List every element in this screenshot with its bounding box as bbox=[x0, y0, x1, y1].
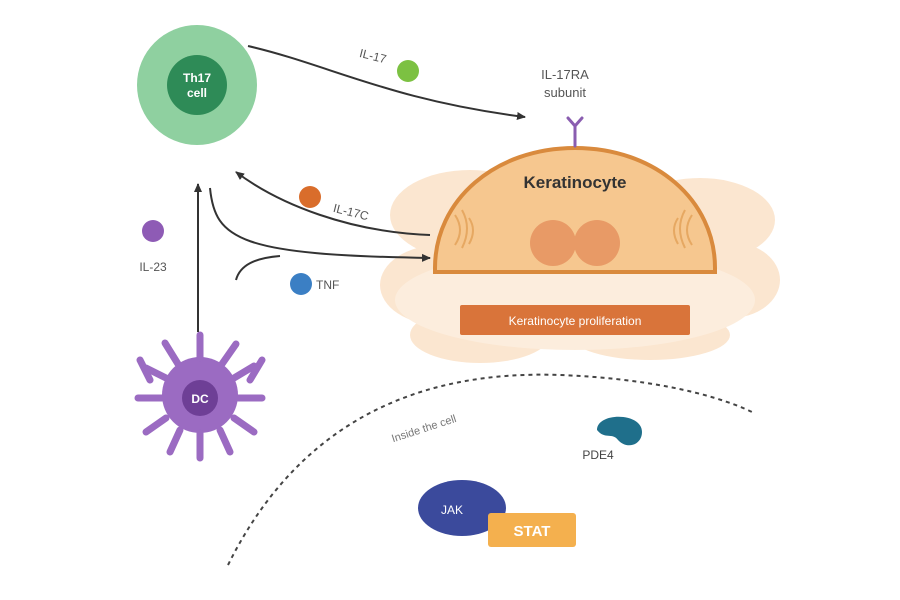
il17ra-label-line1: IL-17RA bbox=[541, 67, 589, 82]
arrow-keratinocyte-to-th17 bbox=[235, 171, 431, 236]
arrow-tnf-curve bbox=[235, 255, 281, 281]
proliferation-banner: Keratinocyte proliferation bbox=[460, 305, 690, 335]
dendritic-cell: DC bbox=[134, 331, 266, 462]
stat-label: STAT bbox=[514, 523, 551, 540]
pde4-enzyme bbox=[597, 416, 642, 446]
nucleus-right bbox=[574, 220, 620, 266]
arrow-th17-to-keratinocyte bbox=[209, 187, 431, 262]
il17ra-label-line2: subunit bbox=[544, 85, 586, 100]
il17-label: IL-17 bbox=[358, 46, 388, 66]
arrow-th17-to-receptor bbox=[247, 45, 526, 120]
cell-membrane bbox=[227, 373, 753, 566]
th17-label: Th17 bbox=[183, 71, 211, 85]
il17-cytokine: IL-17 bbox=[358, 46, 419, 82]
keratinocyte-label: Keratinocyte bbox=[524, 173, 627, 192]
pde4-label: PDE4 bbox=[582, 448, 614, 462]
il17ra-receptor-icon bbox=[566, 116, 584, 148]
th17-sublabel: cell bbox=[187, 86, 207, 100]
il23-label: IL-23 bbox=[139, 260, 167, 274]
stat-protein: STAT bbox=[488, 513, 576, 547]
il17c-cytokine: IL-17C bbox=[299, 186, 370, 223]
filament-left bbox=[454, 209, 474, 249]
inside-cell-label: Inside the cell bbox=[390, 413, 458, 445]
tnf-cytokine: TNF bbox=[290, 273, 339, 295]
jak-label: JAK bbox=[441, 503, 463, 517]
jak-protein: JAK bbox=[418, 480, 506, 536]
nucleus-left bbox=[530, 220, 576, 266]
th17-cell: Th17 cell bbox=[137, 25, 257, 145]
il23-cytokine: IL-23 bbox=[139, 220, 167, 274]
keratinocyte-cell: Keratinocyte bbox=[433, 145, 717, 274]
filament-right bbox=[673, 209, 693, 249]
dc-label: DC bbox=[191, 392, 209, 406]
tnf-label: TNF bbox=[316, 278, 339, 292]
proliferation-label: Keratinocyte proliferation bbox=[509, 314, 642, 328]
